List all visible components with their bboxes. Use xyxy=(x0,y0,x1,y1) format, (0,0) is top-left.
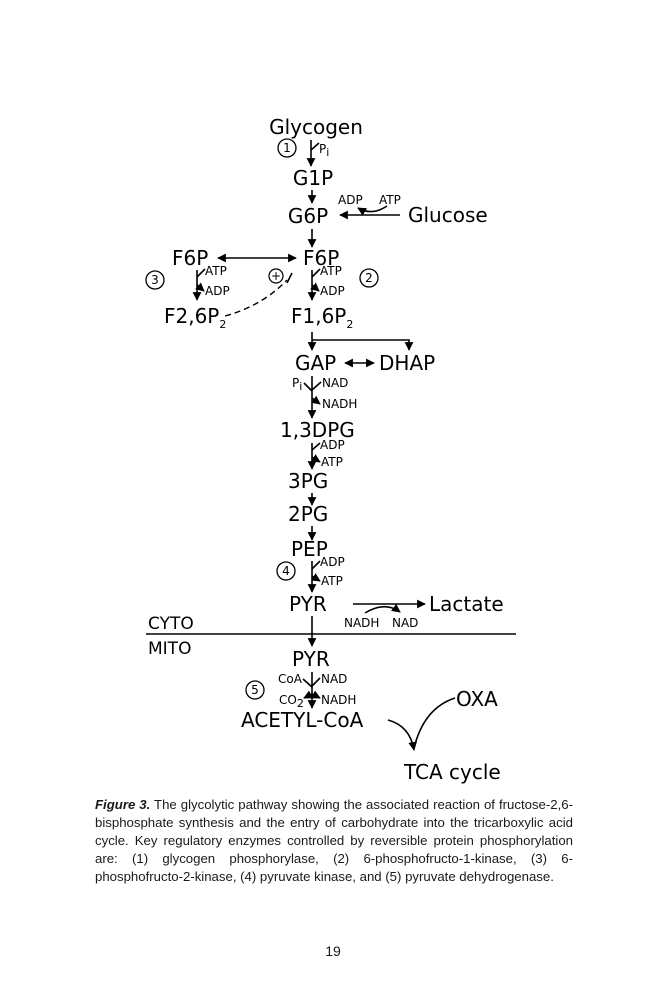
compartment-label-cyto: CYTO xyxy=(148,614,194,634)
metabolite-dhap: DHAP xyxy=(379,351,435,375)
cofactor-atp-pk: ATP xyxy=(321,574,343,588)
co2-output-pdh xyxy=(303,690,314,699)
metabolite-3pg: 3PG xyxy=(288,469,328,493)
nad-input-pdh xyxy=(311,677,321,687)
nadh-output-pdh xyxy=(310,690,321,699)
nadh-nad-curve-ldh xyxy=(364,603,401,614)
cofactor-nad-gap: NAD xyxy=(322,376,348,390)
metabolite-13dpg: 1,3DPG xyxy=(280,418,355,442)
atp-input-pfk2 xyxy=(196,268,206,278)
cofactor-adp-pgk: ADP xyxy=(320,438,345,452)
metabolite-glucose: Glucose xyxy=(408,203,488,227)
cofactor-nad-ldh: NAD xyxy=(392,616,418,630)
cofactor-coa-pdh: CoA xyxy=(278,672,303,686)
cofactor-adp-pk: ADP xyxy=(320,555,345,569)
activation-plus-label: + xyxy=(271,269,281,283)
metabolite-f6p: F6P xyxy=(303,246,339,270)
adp-output-pfk2 xyxy=(195,282,205,292)
coa-input-pdh xyxy=(302,678,313,688)
activation-dashed-line xyxy=(224,279,288,317)
cofactor-adp-hexokinase: ADP xyxy=(338,193,363,207)
enzyme-marker-3 xyxy=(145,270,165,290)
figure-label: Figure 3. xyxy=(95,797,151,812)
metabolite-gap: GAP xyxy=(295,351,336,375)
enzyme-marker-2 xyxy=(359,268,379,288)
pi-input-hook xyxy=(310,142,320,151)
enzyme-marker-5-label: 5 xyxy=(251,683,259,697)
metabolite-tca-cycle: TCA cycle xyxy=(403,760,501,784)
enzyme-marker-3-label: 3 xyxy=(151,273,159,287)
metabolite-lactate: Lactate xyxy=(429,592,504,616)
glycolytic-pathway-diagram: Glycogen Pi 1 G1P G6P Glucose ADP ATP F6… xyxy=(145,115,516,784)
cofactor-nadh-pdh: NADH xyxy=(321,693,356,707)
metabolite-oxa: OXA xyxy=(456,687,498,711)
enzyme-marker-4-label: 4 xyxy=(282,564,290,578)
atp-input-pfk1 xyxy=(311,268,321,278)
metabolite-2pg: 2PG xyxy=(288,502,328,526)
page-number: 19 xyxy=(325,943,341,959)
metabolite-pep: PEP xyxy=(291,537,328,561)
enzyme-marker-5 xyxy=(245,680,265,700)
cofactor-pi-gap: Pi xyxy=(292,376,302,393)
cofactor-atp-pgk: ATP xyxy=(321,455,343,469)
atp-output-pgk xyxy=(310,454,321,463)
cofactor-atp-hexokinase: ATP xyxy=(379,193,401,207)
metabolite-f16p2: F1,6P2 xyxy=(291,304,353,331)
enzyme-marker-1-label: 1 xyxy=(283,141,291,155)
figure-caption: Figure 3. The glycolytic pathway showing… xyxy=(95,796,573,886)
metabolite-glycogen: Glycogen xyxy=(269,115,363,139)
metabolite-f26p2: F2,6P2 xyxy=(164,304,226,331)
compartment-label-mito: MITO xyxy=(148,639,191,659)
metabolite-f6p-left: F6P xyxy=(172,246,208,270)
cofactor-atp-pfk2: ATP xyxy=(205,264,227,278)
nad-input-gap xyxy=(311,381,322,391)
cofactor-adp-pfk2: ADP xyxy=(205,284,230,298)
enzyme-marker-1 xyxy=(277,138,297,158)
oxa-input-curve xyxy=(413,697,456,749)
cofactor-adp-pfk1: ADP xyxy=(320,284,345,298)
cofactor-nadh-ldh: NADH xyxy=(344,616,379,630)
nadh-output-gap xyxy=(311,395,321,405)
metabolite-g1p: G1P xyxy=(293,166,333,190)
cofactor-nadh-gap: NADH xyxy=(322,397,357,411)
cofactor-co2-pdh: CO2 xyxy=(279,693,304,710)
caption-text: The glycolytic pathway showing the assoc… xyxy=(95,797,573,884)
atp-adp-curve-hexokinase xyxy=(357,205,388,216)
arrow-f16p2-to-dhap xyxy=(312,339,414,351)
metabolite-pyr-mitochondria: PYR xyxy=(292,647,330,671)
cofactor-atp-pfk1: ATP xyxy=(320,264,342,278)
adp-input-pgk xyxy=(311,442,321,451)
activation-plus-icon xyxy=(268,268,284,284)
metabolite-pyr-cytosol: PYR xyxy=(289,592,327,616)
pi-input-gap xyxy=(303,382,313,392)
metabolite-acetyl-coa: ACETYL-CoA xyxy=(241,708,364,732)
enzyme-marker-4 xyxy=(276,561,296,581)
cofactor-pi: Pi xyxy=(319,142,329,159)
adp-input-pk xyxy=(311,560,321,570)
activation-hook xyxy=(286,272,293,284)
adp-output-pfk1 xyxy=(310,282,320,292)
enzyme-marker-2-label: 2 xyxy=(365,271,373,285)
arrow-acetylcoa-to-tca xyxy=(387,719,418,751)
atp-output-pk xyxy=(310,573,321,582)
metabolite-g6p: G6P xyxy=(288,204,328,228)
cofactor-nad-pdh: NAD xyxy=(321,672,347,686)
